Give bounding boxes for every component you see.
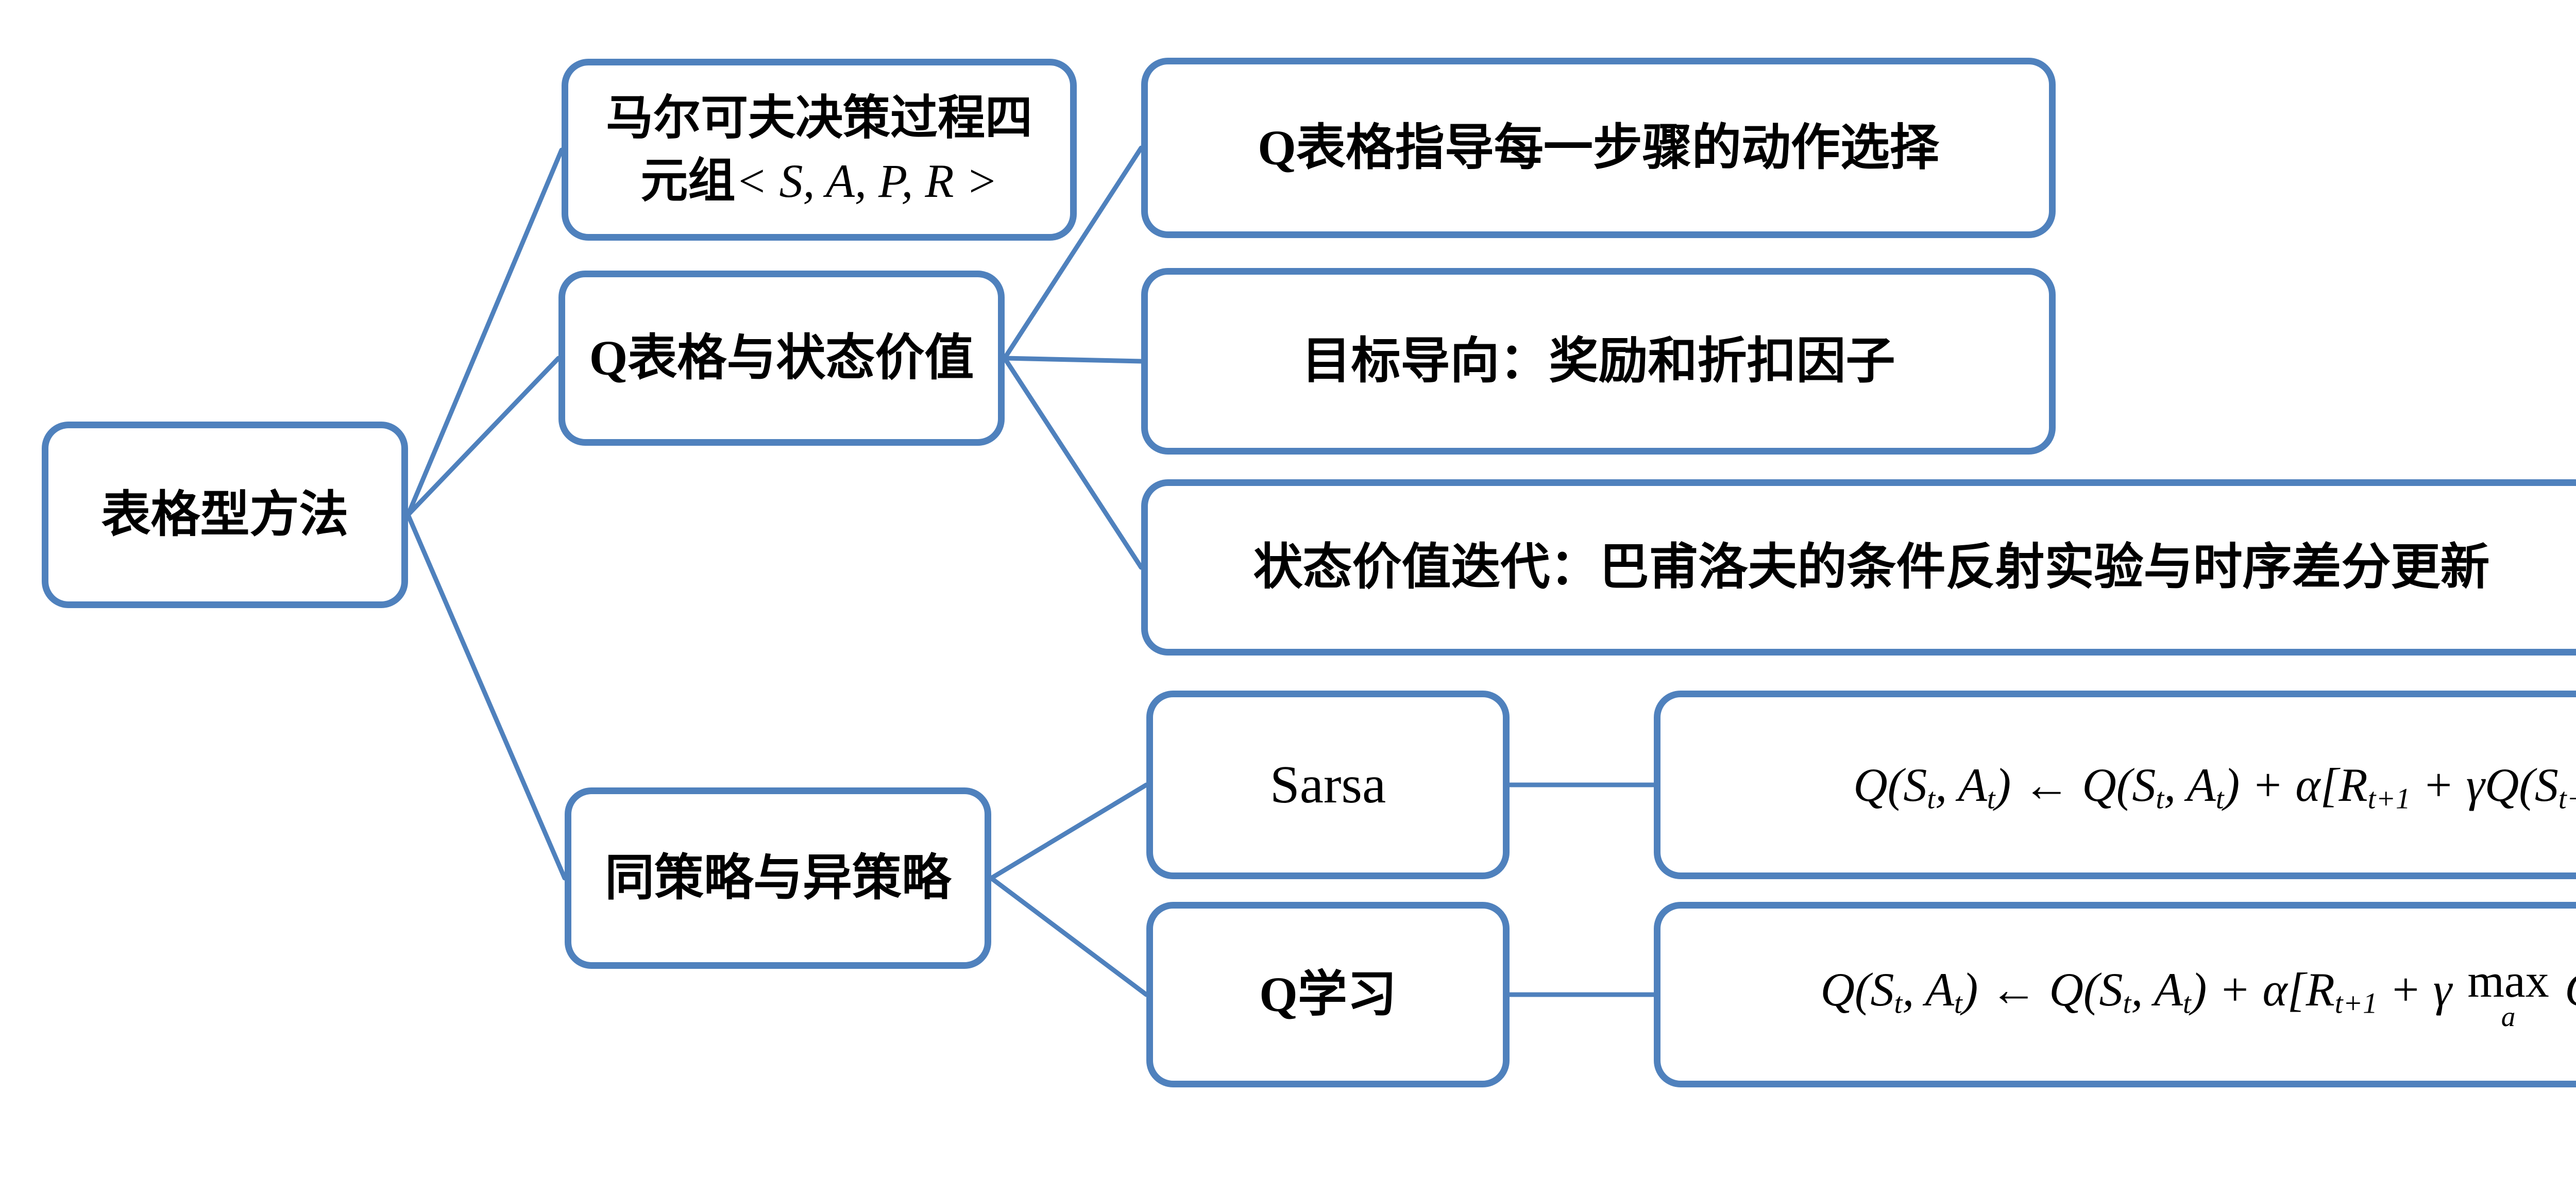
node-qtable-state-value[interactable]: Q表格与状态价值 [558,271,1005,446]
connector-root-qtable [405,356,561,517]
connector-qtable-goal [1002,356,1144,364]
node-sarsa-label: Sarsa [1269,755,1386,815]
connector-policy-qlearning [989,876,1149,997]
node-policy-onoff[interactable]: 同策略与异策略 [565,787,991,969]
node-qtable-guides-actions-label: Q表格指导每一步骤的动作选择 [1258,120,1939,175]
node-state-value-iteration[interactable]: 状态价值迭代：巴甫洛夫的条件反射实验与时序差分更新 [1141,479,2576,656]
connector-qtable-valueiter [1002,356,1144,570]
connector-qtable-qguide [1002,145,1144,361]
connector-root-mdp [405,147,564,517]
node-root[interactable]: 表格型方法 [42,422,408,608]
node-mdp-tuple[interactable]: 马尔可夫决策过程四 元组< S, A, P, R > [562,59,1077,241]
node-mdp-tuple-label: 马尔可夫决策过程四 元组< S, A, P, R > [605,92,1032,207]
node-qlearning[interactable]: Q学习 [1146,902,1510,1087]
node-qtable-state-value-label: Q表格与状态价值 [589,330,974,385]
connector-policy-sarsa [989,782,1149,881]
node-policy-onoff-label: 同策略与异策略 [605,850,951,905]
node-state-value-iteration-label: 状态价值迭代：巴甫洛夫的条件反射实验与时序差分更新 [1253,539,2490,595]
node-sarsa[interactable]: Sarsa [1146,691,1510,879]
node-goal-oriented-label: 目标导向：奖励和折扣因子 [1301,333,1895,389]
sarsa-update-formula: Q(St, At) ← Q(St, At) + α[Rt+1 + γQ(St+1… [1853,759,2576,815]
mdp-tuple-math: < S, A, P, R > [735,154,998,207]
node-qtable-guides-actions[interactable]: Q表格指导每一步骤的动作选择 [1141,58,2056,238]
node-qlearning-label: Q学习 [1259,966,1397,1022]
node-goal-oriented[interactable]: 目标导向：奖励和折扣因子 [1141,268,2056,455]
node-root-label: 表格型方法 [101,486,349,542]
connector-root-policy [405,512,567,881]
node-sarsa-formula[interactable]: Q(St, At) ← Q(St, At) + α[Rt+1 + γQ(St+1… [1654,691,2576,879]
